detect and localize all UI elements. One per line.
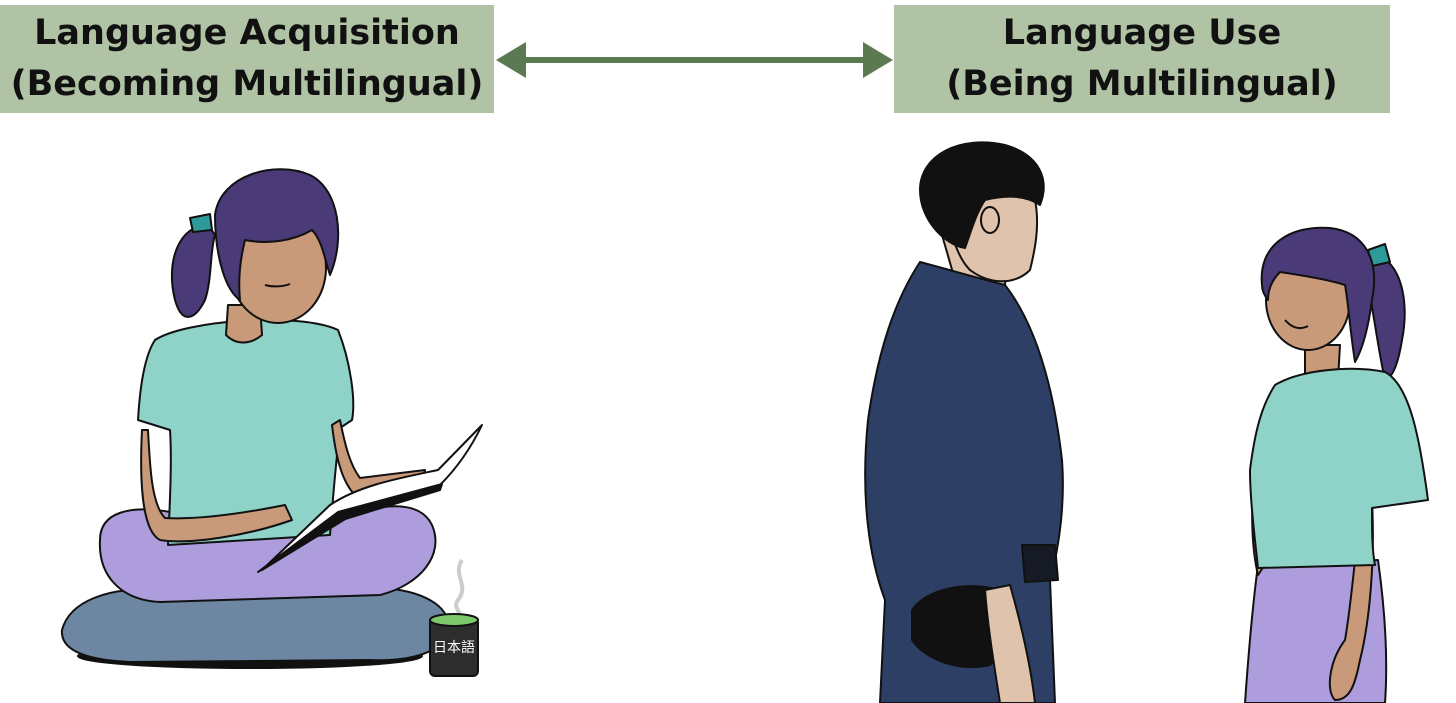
obi-belt (1021, 544, 1059, 583)
left-arm (140, 429, 293, 543)
studying-girl-illustration: 日本語 (60, 168, 483, 677)
use-subtitle: (Being Multilingual) (946, 64, 1338, 104)
standing-girl-hair (1260, 226, 1376, 363)
man-hair (919, 141, 1045, 249)
language-acquisition-label: Language Acquisition (Becoming Multiling… (0, 5, 494, 113)
use-title: Language Use (1002, 13, 1282, 53)
standing-girl-tshirt (1249, 367, 1429, 569)
acquisition-title: Language Acquisition (34, 13, 460, 53)
standing-girl-illustration (1244, 226, 1429, 703)
acquisition-subtitle: (Becoming Multilingual) (10, 64, 484, 104)
man-in-kimono-illustration (864, 141, 1064, 703)
tea-mug-icon: 日本語 (429, 558, 479, 677)
double-arrow-icon (496, 42, 893, 78)
man-hand (984, 584, 1036, 703)
hair-tie (189, 213, 213, 233)
language-use-label: Language Use (Being Multilingual) (894, 5, 1390, 113)
man-ear (980, 206, 1000, 234)
ponytail (170, 224, 216, 318)
mug-label: 日本語 (433, 640, 475, 656)
tshirt (137, 319, 355, 546)
hair (214, 168, 340, 301)
